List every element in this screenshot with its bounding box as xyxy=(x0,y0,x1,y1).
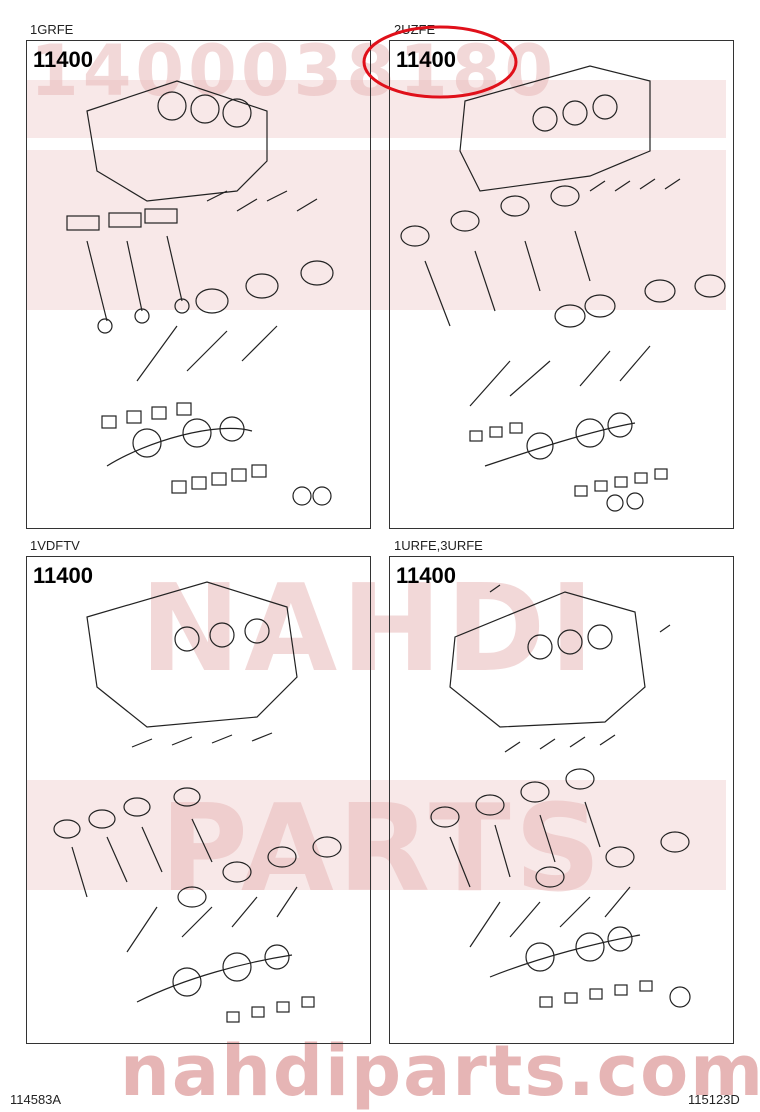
engine-label-1urfe-3urfe: 1URFE,3URFE xyxy=(394,538,483,553)
footer-code-right: 115123D xyxy=(688,1092,740,1107)
highlight-ring xyxy=(362,25,518,99)
engine-block-illustration xyxy=(66,80,334,506)
engine-block-illustration xyxy=(53,581,342,1023)
watermark-band-top xyxy=(26,80,726,138)
part-number[interactable]: 11400 xyxy=(33,47,93,72)
engine-block-illustration xyxy=(400,65,726,512)
watermark-parts: PARTS xyxy=(160,780,606,919)
engine-label-1vdftv: 1VDFTV xyxy=(30,538,80,553)
watermark-band-mid xyxy=(26,150,726,310)
part-number[interactable]: 11400 xyxy=(396,47,456,72)
watermark-nahdi: NAHDI xyxy=(140,560,598,699)
engine-label-1grfe: 1GRFE xyxy=(30,22,74,37)
panel-2uzfe[interactable]: 11400 xyxy=(389,40,734,529)
panel-1vdftv[interactable]: 11400 xyxy=(26,556,371,1044)
part-number[interactable]: 11400 xyxy=(33,563,93,588)
watermark-part-number: 1400038180 xyxy=(30,30,558,112)
engine-block-illustration xyxy=(430,584,691,1008)
part-number[interactable]: 11400 xyxy=(396,563,456,588)
panel-1grfe[interactable]: 11400 xyxy=(26,40,371,529)
panel-1urfe-3urfe[interactable]: 11400 xyxy=(389,556,734,1044)
footer-code-left: 114583A xyxy=(10,1092,62,1107)
